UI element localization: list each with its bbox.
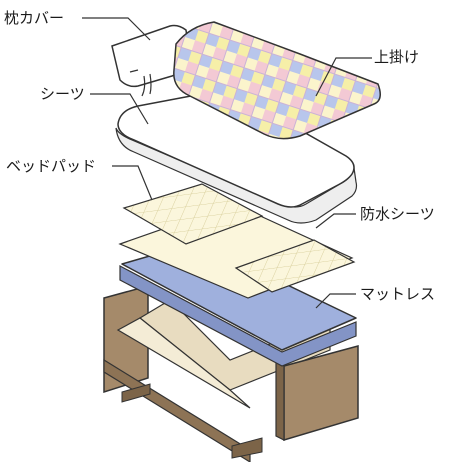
leader-bed-pad [112, 165, 153, 201]
sheet-top [117, 90, 355, 208]
bed-pad-lower [234, 239, 356, 293]
sheet [115, 90, 358, 224]
label-mattress: マットレス [360, 285, 436, 303]
leader-top-blanket [315, 57, 372, 97]
leader-mattress [315, 293, 356, 309]
label-bed-pad: ベッドパッド [6, 157, 97, 175]
leader-lines [82, 17, 372, 309]
leader-sheet [90, 93, 149, 125]
pillow-ties [129, 69, 152, 97]
leader-waterproof-sheet [315, 213, 356, 229]
mattress-side [119, 265, 357, 367]
bed-pad [122, 183, 264, 245]
label-pillow-cover: 枕カバー [4, 9, 65, 27]
label-top-blanket: 上掛け [374, 48, 420, 66]
label-sheet: シーツ [40, 85, 85, 103]
bed-leg [231, 437, 263, 459]
label-waterproof-sheet: 防水シーツ [360, 205, 435, 223]
bed-frame-side [103, 358, 251, 462]
bed-leg [121, 383, 151, 403]
pillow-cover [111, 24, 191, 97]
top-blanket [173, 21, 381, 140]
leader-pillow-cover [82, 17, 151, 41]
